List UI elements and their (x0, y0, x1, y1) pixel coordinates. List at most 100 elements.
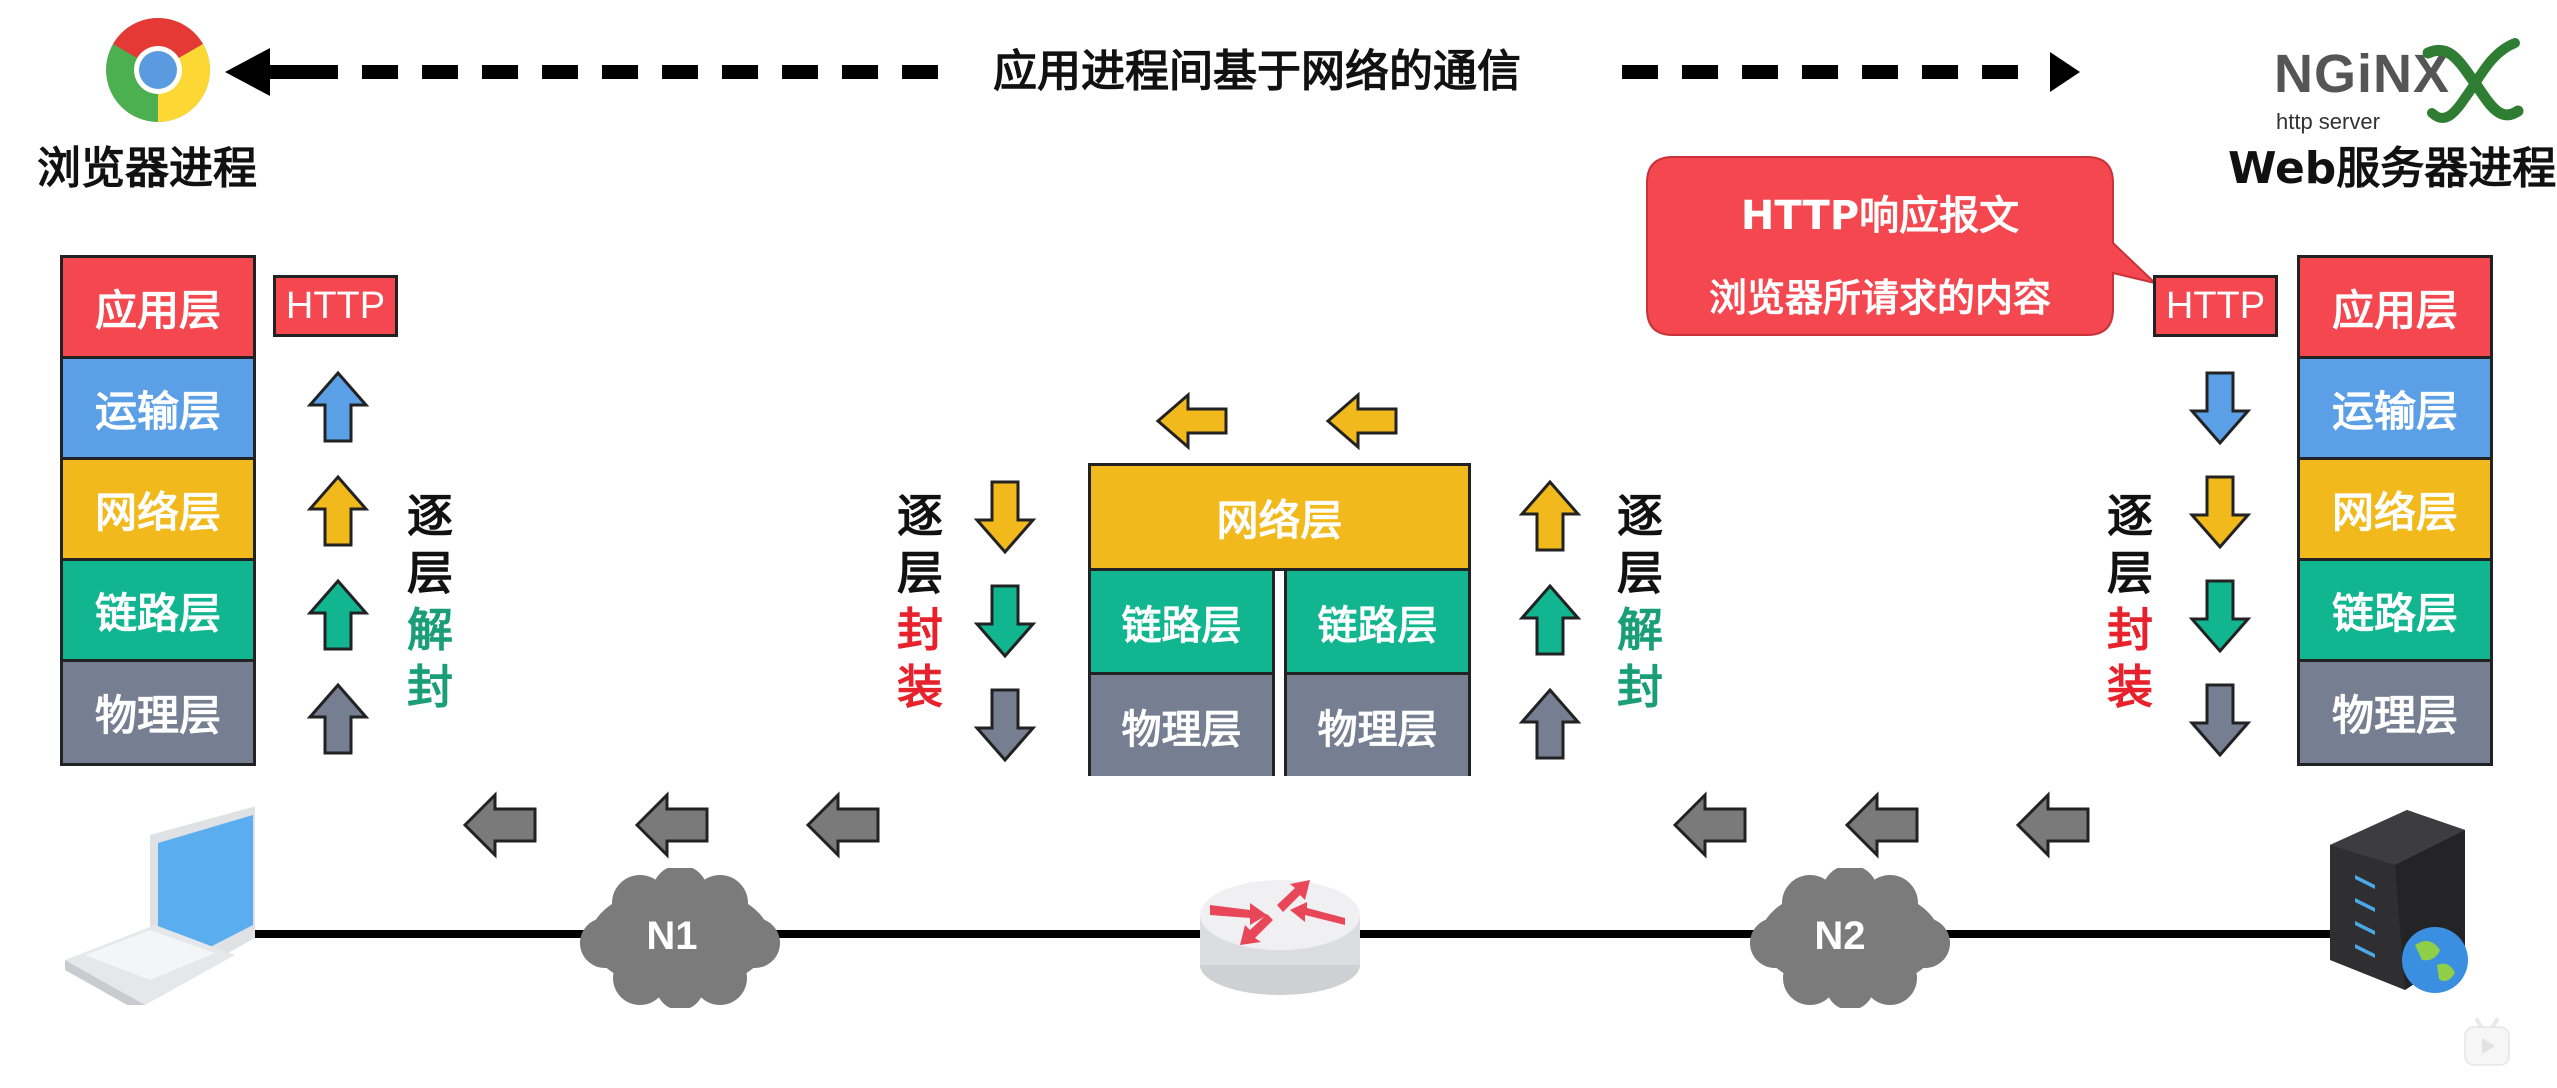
label-char: 逐 (1617, 489, 1663, 543)
left-arrow-icon (2015, 791, 2090, 859)
dash-segment (1922, 65, 1958, 79)
network-cloud-icon (1750, 868, 1950, 1008)
label-char: 逐 (897, 489, 943, 543)
server-protocol-stack: 应用层 运输层 网络层 链路层 物理层 (2297, 255, 2493, 766)
server-layer-transport: 运输层 (2300, 359, 2490, 460)
down-arrow-icon (2188, 475, 2252, 550)
down-arrow-icon (973, 688, 1037, 763)
nginx-logo-icon: NGiNX http server (2270, 25, 2540, 135)
client-decap-arrows (306, 370, 370, 755)
client-layer-link: 链路层 (63, 561, 253, 662)
dash-segment (1802, 65, 1838, 79)
dash-segment (902, 65, 938, 79)
server-encap-arrows (2188, 371, 2252, 758)
router-port-left: 链路层 物理层 (1088, 568, 1275, 776)
dash-segment (1862, 65, 1898, 79)
left-arrow-icon (1672, 791, 1747, 859)
down-arrow-icon (973, 584, 1037, 659)
client-http-tag: HTTP (273, 275, 398, 337)
router-layer-physical: 物理层 (1091, 672, 1272, 776)
dash-segment (482, 65, 518, 79)
arrow-left-head-icon (225, 48, 270, 96)
router-protocol-stack: 网络层 链路层 物理层 链路层 物理层 (1088, 463, 1471, 776)
label-char: 封 (897, 603, 943, 657)
left-arrow-icon (1155, 391, 1228, 451)
down-arrow-icon (2188, 371, 2252, 446)
dash-segment (602, 65, 638, 79)
router-layer-network: 网络层 (1088, 463, 1471, 571)
label-char: 装 (2107, 660, 2153, 714)
up-arrow-icon (1518, 479, 1582, 552)
server-layer-network: 网络层 (2300, 460, 2490, 561)
flow-arrows-left (462, 791, 880, 859)
left-arrow-icon (462, 791, 537, 859)
label-char: 装 (897, 660, 943, 714)
page-title: 应用进程间基于网络的通信 (977, 42, 1537, 102)
label-char: 逐 (2107, 489, 2153, 543)
chrome-browser-icon (106, 18, 210, 122)
nginx-logo-text: NGiNX (2274, 44, 2451, 104)
flow-arrows-right (1672, 791, 2090, 859)
down-arrow-icon (973, 480, 1037, 555)
label-char: 层 (897, 546, 943, 600)
network-cloud-icon (580, 868, 780, 1008)
label-char: 解 (407, 603, 453, 657)
video-watermark-icon (2464, 1018, 2510, 1066)
server-http-tag: HTTP (2153, 275, 2278, 337)
dash-segment (1982, 65, 2018, 79)
dash-segment (842, 65, 878, 79)
label-char: 层 (1617, 546, 1663, 600)
up-arrow-icon (306, 682, 370, 755)
router-decap-arrows (1518, 479, 1582, 760)
up-arrow-icon (1518, 687, 1582, 760)
dash-segment (1682, 65, 1718, 79)
network-n2-label: N2 (1814, 914, 1866, 958)
label-char: 封 (407, 660, 453, 714)
label-char: 层 (2107, 546, 2153, 600)
client-protocol-stack: 应用层 运输层 网络层 链路层 物理层 (60, 255, 256, 766)
server-layer-application: 应用层 (2300, 258, 2490, 359)
router-encap-label: 逐 层 封 装 (890, 488, 950, 716)
label-char: 解 (1617, 603, 1663, 657)
client-layer-application: 应用层 (63, 258, 253, 359)
client-layer-transport: 运输层 (63, 359, 253, 460)
dash-segment (362, 65, 398, 79)
client-layer-physical: 物理层 (63, 662, 253, 763)
laptop-icon (65, 806, 255, 1005)
left-arrow-icon (1325, 391, 1398, 451)
dash-segment (1742, 65, 1778, 79)
label-char: 封 (1617, 660, 1663, 714)
up-arrow-icon (1518, 583, 1582, 656)
dash-segment (302, 65, 338, 79)
client-layer-network: 网络层 (63, 460, 253, 561)
router-layer-physical: 物理层 (1287, 672, 1468, 776)
server-layer-physical: 物理层 (2300, 662, 2490, 763)
up-arrow-icon (306, 370, 370, 443)
label-char: 封 (2107, 603, 2153, 657)
client-decap-label: 逐 层 解 封 (400, 488, 460, 716)
router-decap-label: 逐 层 解 封 (1610, 488, 1670, 716)
nginx-logo-subtext: http server (2276, 109, 2380, 134)
up-arrow-icon (306, 578, 370, 651)
router-layer-link: 链路层 (1287, 571, 1468, 672)
dash-segment (422, 65, 458, 79)
label-char: 层 (407, 546, 453, 600)
server-layer-link: 链路层 (2300, 561, 2490, 662)
dash-segment (782, 65, 818, 79)
router-encap-arrows (973, 480, 1037, 763)
communication-dashed-line (225, 48, 2080, 96)
router-layer-link: 链路层 (1091, 571, 1272, 672)
http-response-callout: HTTP响应报文 浏览器所请求的内容 (1645, 155, 2159, 337)
arrow-right-head-icon (2050, 52, 2080, 92)
dash-segment (722, 65, 758, 79)
router-icon (1200, 880, 1360, 995)
dash-segment (1622, 65, 1658, 79)
left-arrow-icon (634, 791, 709, 859)
left-arrow-icon (805, 791, 880, 859)
down-arrow-icon (2188, 579, 2252, 654)
dash-segment (542, 65, 578, 79)
label-char: 逐 (407, 489, 453, 543)
callout-subtitle: 浏览器所请求的内容 (1708, 276, 2051, 320)
down-arrow-icon (2188, 683, 2252, 758)
up-arrow-icon (306, 474, 370, 547)
